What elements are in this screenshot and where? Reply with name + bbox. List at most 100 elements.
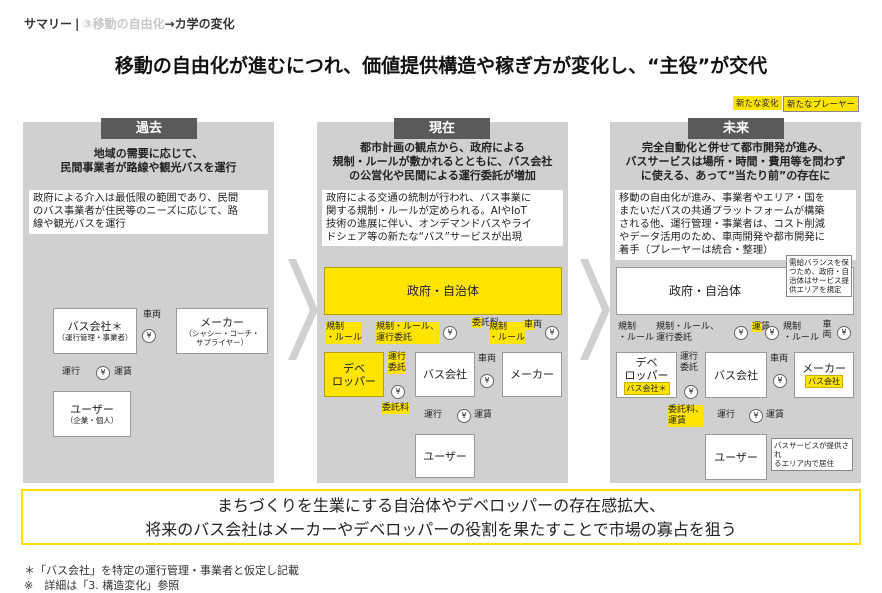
era-past-description: 政府による介入は最低限の範囲であり、民間 のバス事業者が住民等のニーズに応じて、…: [29, 190, 268, 234]
note-line: るエリア内で居住: [774, 459, 834, 468]
note-line: バスサービスが提供され: [774, 441, 849, 459]
box-label: デベ: [635, 355, 658, 369]
future-fare-label: 運賃: [766, 410, 785, 420]
subtitle-line: に使える、あって“当たり前”の存在に: [640, 169, 831, 182]
future-fare-tag: 運賃: [752, 322, 771, 332]
present-developer-box: デベ ロッパー: [324, 352, 384, 397]
breadcrumb-muted: ③移動の自由化: [82, 17, 165, 31]
label-line: 規制・ルール、: [376, 322, 440, 332]
desc-line: やデータ活用のため、車両開発や都市開発に: [619, 231, 825, 243]
desc-line: 着手（プレーヤーは統合・整理）: [619, 244, 774, 256]
future-regulation-label-2: 規制・ルール: [783, 322, 819, 344]
conclusion-box: まちづくりを生業にする自治体やデベロッパーの存在感拡大、 将来のバス会社はメーカ…: [21, 489, 861, 545]
desc-line: 技術の進展に伴い、オンデマンドバスやライ: [326, 218, 532, 230]
box-label: バス会社＊: [67, 320, 123, 333]
breadcrumb: サマリー|③移動の自由化→カ学の変化: [24, 15, 235, 32]
note-line: 供エリアを規定: [789, 285, 842, 294]
present-regulation-label-2: 規制・ルール: [489, 322, 526, 344]
era-present-description: 政府による交通の統制が行われ、バス事業に 関する規制・ルールが定められる。AIや…: [322, 190, 563, 246]
past-user-box: ユーザー （企業・個人）: [53, 391, 131, 437]
future-op-commission-label: 運行委託: [680, 352, 698, 374]
box-sublabel: （企業・個人）: [65, 416, 119, 425]
future-maker-tag: バス会社: [805, 375, 843, 388]
box-sublabel: （運行管理・事業者）: [57, 333, 133, 342]
box-sublabel: サプライヤー）: [195, 337, 249, 347]
future-bus-company-box: バス会社: [705, 352, 767, 398]
present-user-box: ユーザー: [415, 434, 475, 478]
yen-icon: ¥: [545, 326, 559, 340]
present-government-box: 政府・自治体: [324, 267, 562, 315]
present-bus-company-box: バス会社: [415, 352, 475, 397]
conclusion-line: 将来のバス会社はメーカーやデベロッパーの役割を果たすことで市場の寡占を狙う: [145, 520, 737, 539]
yen-icon: ¥: [480, 374, 494, 388]
present-op-commission-label: 運行委託: [388, 352, 407, 374]
yen-icon: ¥: [684, 385, 698, 399]
future-regulation-label: 規制・ルール: [618, 322, 654, 344]
yen-icon: ¥: [773, 374, 787, 388]
future-purchase-label: 車両: [770, 354, 789, 364]
past-bus-company-box: バス会社＊ （運行管理・事業者）: [53, 308, 137, 354]
era-future-subtitle: 完全自動化と併せて都市開発が進み、 バスサービスは場所・時間・費用等を問わず に…: [610, 141, 861, 183]
label-line: 運行委託: [656, 333, 693, 343]
future-developer-box: デベ ロッパー バス会社＊: [616, 352, 677, 398]
future-maker-box: メーカー バス会社: [794, 352, 854, 398]
era-past-header: 過去: [101, 118, 197, 139]
label-line: ・ルール: [783, 333, 820, 343]
desc-line: のバス事業者が住民等のニーズに応じて、路: [33, 205, 238, 217]
subtitle-line: 民間事業者が路線や観光バスを運行: [60, 161, 237, 174]
present-subsidy-label: 委託料: [472, 318, 499, 328]
breadcrumb-separator: |: [75, 17, 80, 31]
label-line: 規制: [489, 322, 508, 332]
note-line: つため、政府・自: [789, 267, 849, 276]
future-commission-fee-label: 委託料、運賃: [668, 405, 705, 427]
label-line: 運行: [388, 352, 407, 362]
present-regulation-commission-label: 規制・ルール、運行委託: [376, 322, 440, 344]
yen-icon: ¥: [142, 329, 156, 343]
present-fare-label: 運賃: [474, 410, 493, 420]
box-label: ロッパー: [624, 368, 669, 382]
footnote: ＊「バス会社」を特定の運行管理・事業者と仮定し記載: [24, 564, 299, 577]
present-regulation-label: 規制・ルール: [326, 322, 363, 344]
past-maker-box: メーカー （シャシー・コーチ・ サプライヤー）: [176, 308, 268, 354]
era-present-subtitle: 都市計画の観点から、政府による 規制・ルールが敷かれるとともに、バス会社 の公営…: [317, 141, 568, 183]
chevron-right-icon: [288, 259, 318, 360]
yen-icon: ¥: [765, 326, 779, 340]
yen-icon: ¥: [734, 326, 748, 340]
label-line: 規制: [783, 322, 802, 332]
box-label: ロッパー: [332, 374, 376, 388]
box-label: 政府・自治体: [668, 283, 741, 298]
present-commission-fee-label: 委託料: [382, 403, 410, 414]
past-vehicle-label: 車両: [143, 310, 162, 320]
subtitle-line: 規制・ルールが敷かれるとともに、バス会社: [332, 155, 553, 168]
label-line: 委託: [680, 363, 699, 373]
label-line: 委託料、: [668, 405, 705, 415]
desc-line: 政府による介入は最低限の範囲であり、民間: [33, 192, 239, 204]
chevron-right-icon: [580, 259, 610, 360]
future-operation-label: 運行: [717, 410, 736, 420]
legend-new-change: 新たな変化: [733, 96, 782, 110]
box-label: ユーザー: [70, 403, 114, 416]
label-line: ・ルール: [326, 333, 363, 343]
legend-new-player: 新たなプレーヤー: [783, 96, 860, 112]
future-government-note: 需給バランスを保 つため、政府・自 治体はサービス提 供エリアを規定: [786, 255, 852, 297]
box-label: メーカー: [200, 315, 244, 329]
subtitle-line: 完全自動化と併せて都市開発が進み、: [642, 141, 829, 154]
subtitle-line: の公営化や民間による運行委託が増加: [349, 169, 536, 182]
era-present-header: 現在: [394, 118, 490, 139]
desc-line: 線や観光バスを運行: [33, 218, 126, 230]
present-vehicle-label: 車両: [524, 320, 543, 330]
desc-line: される他、運行管理・事業者は、コスト削減: [619, 218, 825, 230]
box-label: デベ: [343, 361, 365, 375]
future-regulation-commission-label: 規制・ルール、運行委託: [656, 322, 719, 344]
desc-line: 移動の自由化が進み、事業者やエリア・国を: [619, 192, 825, 204]
label-line: ・ルール: [618, 333, 655, 343]
yen-icon: ¥: [443, 326, 457, 340]
future-vehicle-label: 車両: [822, 320, 832, 340]
future-user-note: バスサービスが提供され るエリア内で居住: [771, 438, 853, 471]
desc-line: またいだバスの共通プラットフォームが構築: [619, 205, 825, 217]
label-line: 運行: [680, 352, 699, 362]
era-past-subtitle: 地域の需要に応じて、 民間事業者が路線や観光バスを運行: [23, 147, 274, 175]
yen-icon: ¥: [457, 409, 471, 423]
conclusion-line: まちづくりを生業にする自治体やデベロッパーの存在感拡大、: [216, 496, 666, 515]
label-line: 運賃: [668, 416, 687, 426]
